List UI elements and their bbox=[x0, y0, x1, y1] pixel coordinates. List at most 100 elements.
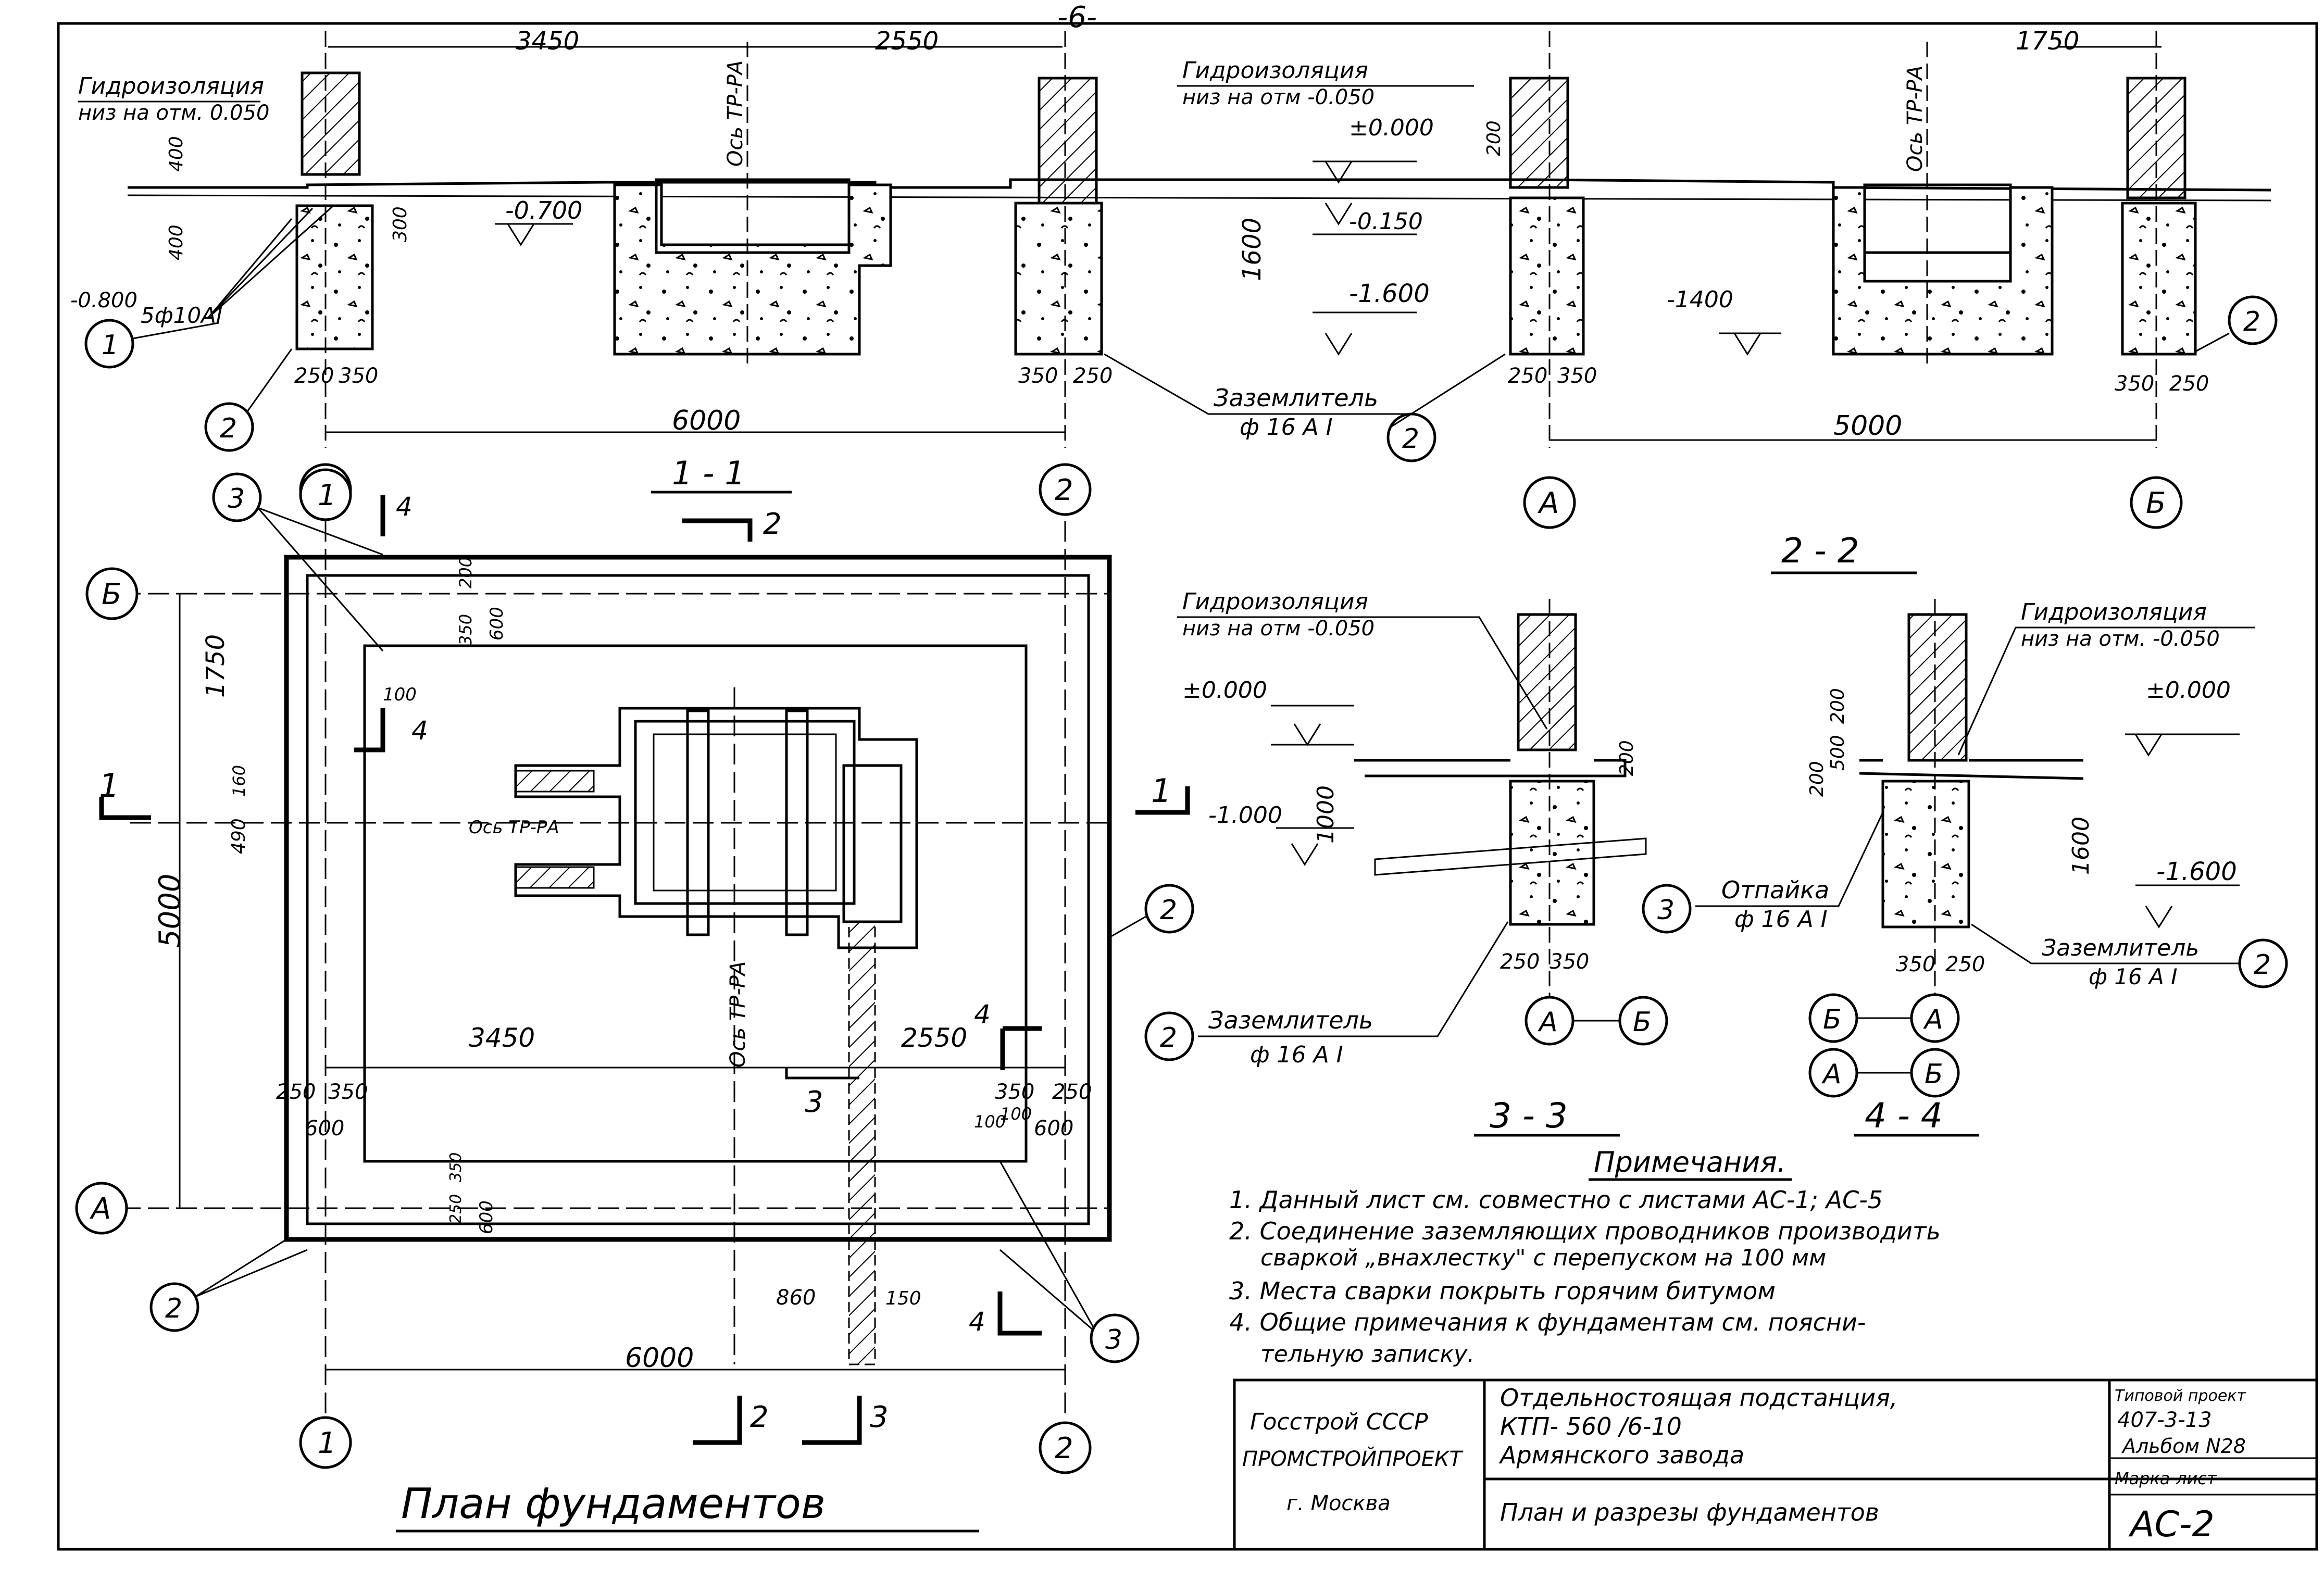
foundation-inner bbox=[363, 644, 1028, 1163]
dim-250-d: 250 bbox=[2169, 372, 2209, 396]
s44-axis-b-2: Б bbox=[1910, 1048, 1960, 1098]
s22-dim-250: 250 bbox=[1945, 952, 1985, 976]
cable-duct-2 bbox=[515, 866, 595, 889]
svg-text:1: 1 bbox=[318, 479, 336, 512]
waterproof-mid-1: Гидроизоляция bbox=[1182, 57, 1368, 84]
grounding-leader bbox=[1104, 353, 1417, 415]
footing-right bbox=[2121, 202, 2197, 356]
axis-bubble-b: Б bbox=[2130, 476, 2183, 529]
s22-level-mark-1600 bbox=[2135, 884, 2240, 929]
s33-level-0: ±0.000 bbox=[1182, 677, 1267, 704]
plan-axis-bubble-1-top: 1 bbox=[299, 468, 352, 521]
svg-text:Б: Б bbox=[1925, 1059, 1943, 1090]
plan-dim-3450: 3450 bbox=[469, 1023, 535, 1053]
tb-city: г. Москва bbox=[1286, 1491, 1391, 1515]
s22-waterproof-2: низ на отм. -0.050 bbox=[2021, 627, 2220, 651]
axis-bubble-2: 2 bbox=[1039, 463, 1092, 516]
s22-tap-2: ф 16 А I bbox=[1734, 906, 1828, 933]
dim-250-b: 250 bbox=[1073, 364, 1113, 388]
cut-mark-2b bbox=[785, 1068, 859, 1080]
svg-text:А: А bbox=[1821, 1059, 1842, 1090]
s44-axis-a-1: А bbox=[1910, 993, 1960, 1043]
section-3-3: Гидроизоляция низ на отм -0.050 ±0.000 -… bbox=[1144, 588, 1668, 1137]
plan-callout-3-top: 3 bbox=[212, 472, 384, 651]
svg-text:А: А bbox=[90, 1192, 111, 1226]
cut-mark-3 bbox=[802, 1396, 862, 1445]
wall-right bbox=[2126, 77, 2186, 199]
level-1600: -1.600 bbox=[1349, 279, 1430, 308]
plan-callout-2-left: 2 bbox=[149, 1238, 308, 1332]
cut-mark-1-right bbox=[1135, 786, 1190, 815]
pit-frame-right bbox=[1863, 183, 2012, 254]
level-0700: -0.700 bbox=[505, 196, 582, 224]
level-mark-1400 bbox=[1719, 332, 1781, 356]
svg-text:3: 3 bbox=[228, 483, 245, 515]
axis-tr-ra-label-2: Ось ТР-РА bbox=[1903, 66, 1927, 172]
s22-dim-1600: 1600 bbox=[2068, 817, 2094, 875]
s22-dim-200b: 200 bbox=[1806, 761, 1828, 797]
waterproof-mid-2: низ на отм -0.050 bbox=[1182, 85, 1375, 109]
level-mark-0000 bbox=[1313, 160, 1417, 184]
svg-text:Б: Б bbox=[2146, 486, 2166, 520]
pit-frame-left bbox=[655, 178, 851, 254]
plan-axis-label-v: Ось ТР-РА bbox=[726, 961, 750, 1068]
dim-400-b: 400 bbox=[166, 224, 187, 260]
level-0000: ±0.000 bbox=[1349, 115, 1434, 141]
s33-tap bbox=[1374, 837, 1647, 876]
s22-grounding-leader bbox=[1971, 923, 2240, 964]
plan-dim-100-right-b: 100 bbox=[1000, 1104, 1032, 1124]
cut-mark-2 bbox=[693, 1396, 742, 1445]
pit-inner bbox=[634, 720, 856, 905]
callout-2-a: 2 bbox=[204, 348, 293, 452]
outer-grounding-loop bbox=[284, 555, 1112, 1242]
svg-text:2: 2 bbox=[1055, 473, 1073, 507]
tb-project-3: Армянского завода bbox=[1498, 1441, 1744, 1469]
level-0150: -0.150 bbox=[1349, 208, 1423, 235]
tb-project-2: КТП- 560 /6-10 bbox=[1500, 1412, 1682, 1440]
s44-axis-a-2: А bbox=[1808, 1048, 1858, 1098]
footing-mid-left bbox=[1014, 202, 1103, 356]
waterproof-left-2: низ на отм. 0.050 bbox=[78, 101, 269, 125]
pit-side-box bbox=[842, 764, 903, 923]
tb-type-label: Типовой проект bbox=[2115, 1387, 2246, 1405]
s33-waterproof-1: Гидроизоляция bbox=[1182, 588, 1368, 615]
tb-mark: АС-2 bbox=[2128, 1504, 2215, 1545]
svg-text:2: 2 bbox=[165, 1293, 182, 1324]
s33-dim-1000: 1000 bbox=[1313, 785, 1339, 844]
svg-text:2: 2 bbox=[2254, 949, 2271, 981]
plan-dim-1750: 1750 bbox=[201, 634, 230, 698]
callout-2-c: 2 bbox=[2195, 295, 2278, 353]
svg-text:А: А bbox=[1923, 1004, 1943, 1035]
plan-callout-3-bottom: 3 bbox=[999, 1161, 1140, 1363]
dim-2550-top: 2550 bbox=[875, 27, 939, 56]
dim-1750-top: 1750 bbox=[2016, 27, 2079, 56]
note-1: 1. Данный лист см. совместно с листами А… bbox=[1229, 1186, 1883, 1214]
cut-mark-2-label: 2 bbox=[750, 1400, 769, 1434]
note-3: 3. Места сварки покрыть горячим битумом bbox=[1229, 1277, 1776, 1305]
level-mark-0700 bbox=[495, 223, 573, 246]
dim-350-d: 350 bbox=[2115, 372, 2154, 396]
svg-text:Б: Б bbox=[1823, 1004, 1842, 1035]
grounding-size: ф 16 А I bbox=[1240, 414, 1333, 441]
footing-left bbox=[295, 204, 374, 350]
note-2: 2. Соединение заземляющих проводников пр… bbox=[1229, 1217, 1941, 1245]
s33-level-mark-1000 bbox=[1276, 827, 1354, 866]
plan-axis-bubble-a: А bbox=[75, 1182, 128, 1235]
s22-tap-1: Отпайка bbox=[1721, 876, 1829, 904]
wall-mid-right bbox=[1509, 77, 1569, 189]
s22-waterproof-leader bbox=[1957, 626, 2255, 756]
s22-footing bbox=[1881, 780, 1970, 929]
note-4-cont: тельную записку. bbox=[1260, 1341, 1475, 1368]
svg-text:2: 2 bbox=[1055, 1432, 1073, 1465]
note-2-cont: сваркой „внахлестку" с перепуском на 100… bbox=[1260, 1245, 1826, 1271]
cut-mark-4-mid-label: 4 bbox=[411, 716, 428, 746]
cut-mark-4-bottom-label: 4 bbox=[969, 1307, 985, 1337]
wall-left bbox=[301, 71, 361, 176]
wall-mid bbox=[1038, 77, 1098, 205]
s33-callout-2: 2 bbox=[1144, 1011, 1194, 1061]
cut-mark-1-left bbox=[99, 797, 151, 820]
rebar-leaders bbox=[207, 205, 334, 319]
plan-callout-2-right: 2 bbox=[1109, 884, 1194, 938]
title-block: Госстрой СССР ПРОМСТРОЙПРОЕКТ г. Москва … bbox=[1233, 1378, 2318, 1551]
